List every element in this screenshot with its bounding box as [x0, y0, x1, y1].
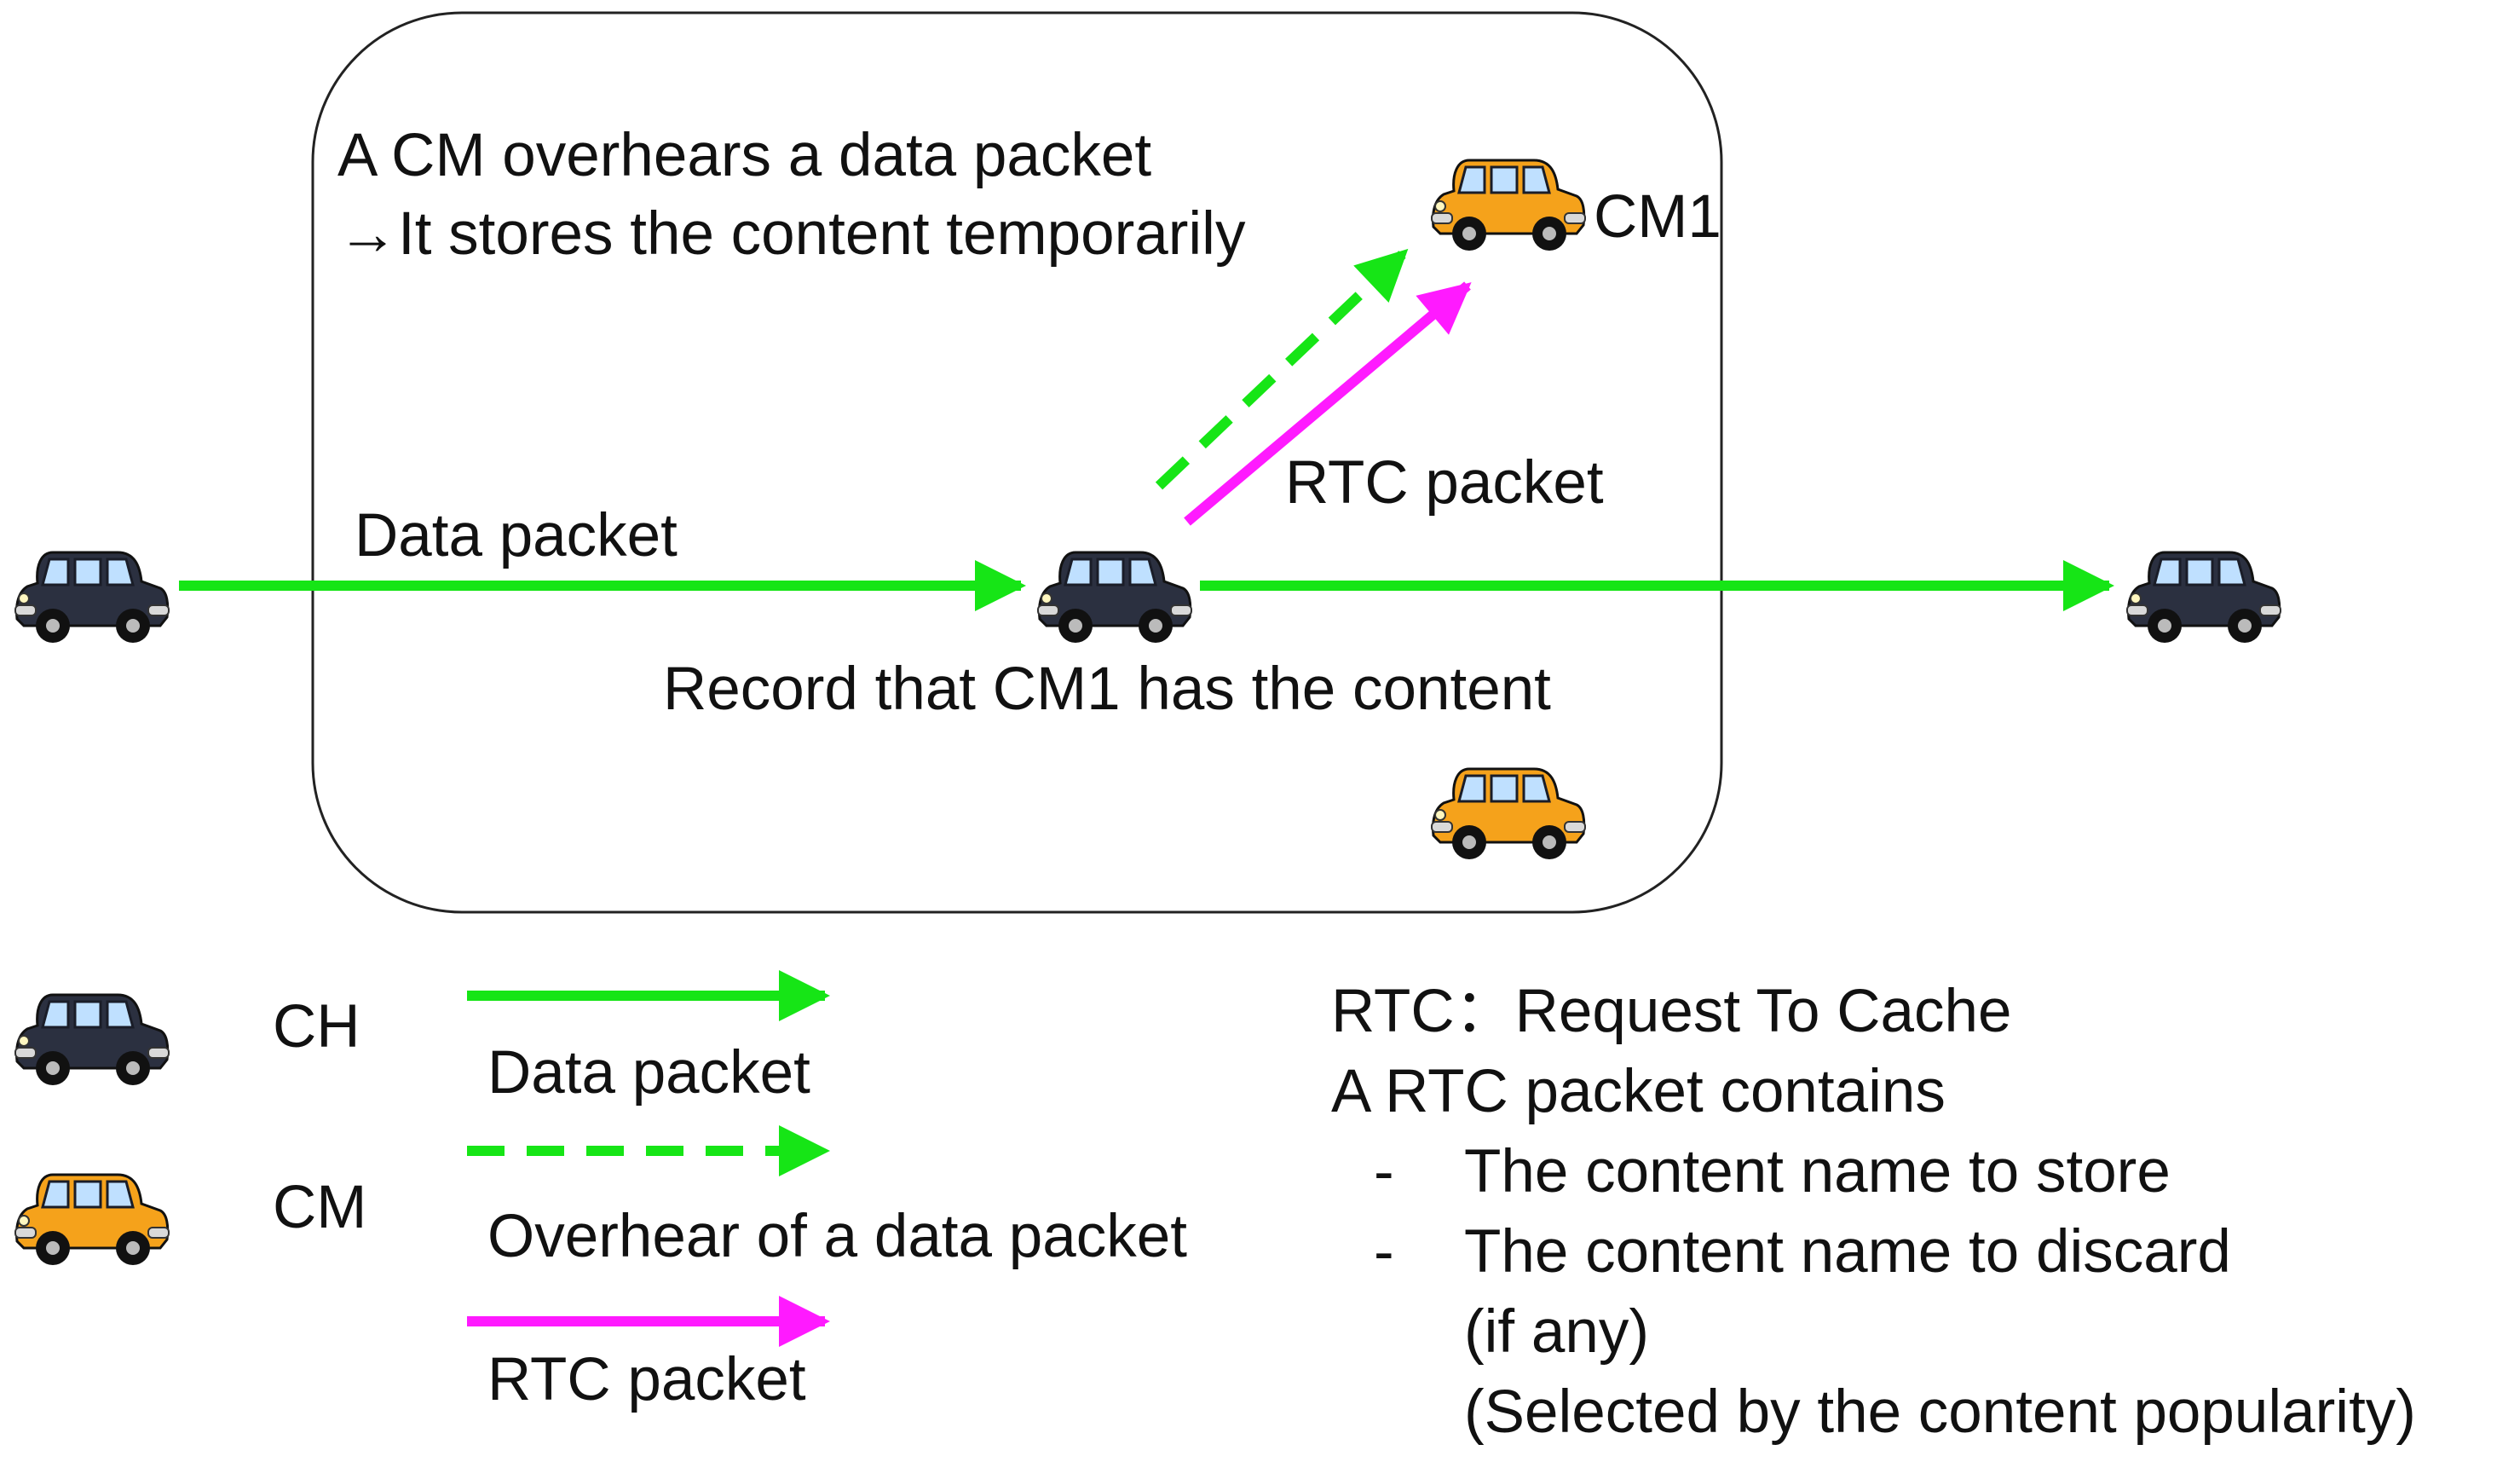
legend-ch-label: CH — [273, 993, 360, 1060]
rtc-packet-arrow — [1184, 281, 1472, 526]
bullet-discard: The content name to discard — [1464, 1218, 2231, 1286]
legend-rtc-packet-label: RTC packet — [487, 1346, 806, 1413]
bullet-discard-cont1: (if any) — [1464, 1298, 1649, 1366]
rtc-contains: A RTC packet contains — [1331, 1058, 1946, 1125]
cluster-boundary — [311, 11, 1723, 914]
cm-car-icon — [1430, 767, 1587, 861]
bullet-discard-cont2: (Selected by the content popularity) — [1464, 1378, 2416, 1446]
legend-cm-label: CM — [273, 1174, 366, 1241]
bullet-dash: - — [1374, 1138, 1394, 1205]
ch-car-icon — [14, 551, 170, 644]
legend-ch-car-icon — [14, 993, 170, 1087]
ch-car-icon — [2125, 551, 2282, 644]
legend-cm-car-icon — [14, 1173, 170, 1267]
rtc-definition: RTC：Request To Cache — [1331, 978, 2011, 1045]
record-label: Record that CM1 has the content — [663, 656, 1551, 723]
ch-car-icon — [1036, 551, 1193, 644]
cm1-label: CM1 — [1594, 183, 1721, 251]
cluster-note-line1: A CM overhears a data packet — [337, 122, 1151, 189]
legend-overhear-label: Overhear of a data packet — [487, 1203, 1187, 1270]
bullet-store: The content name to store — [1464, 1138, 2171, 1205]
rtc-packet-label: RTC packet — [1285, 449, 1604, 517]
cm1-car-icon — [1430, 159, 1587, 252]
bullet-dash: - — [1374, 1218, 1394, 1286]
cluster-note-line2: →It stores the content temporarily — [337, 200, 1246, 268]
legend-data-packet-label: Data packet — [487, 1039, 810, 1107]
data-packet-label: Data packet — [355, 502, 678, 569]
